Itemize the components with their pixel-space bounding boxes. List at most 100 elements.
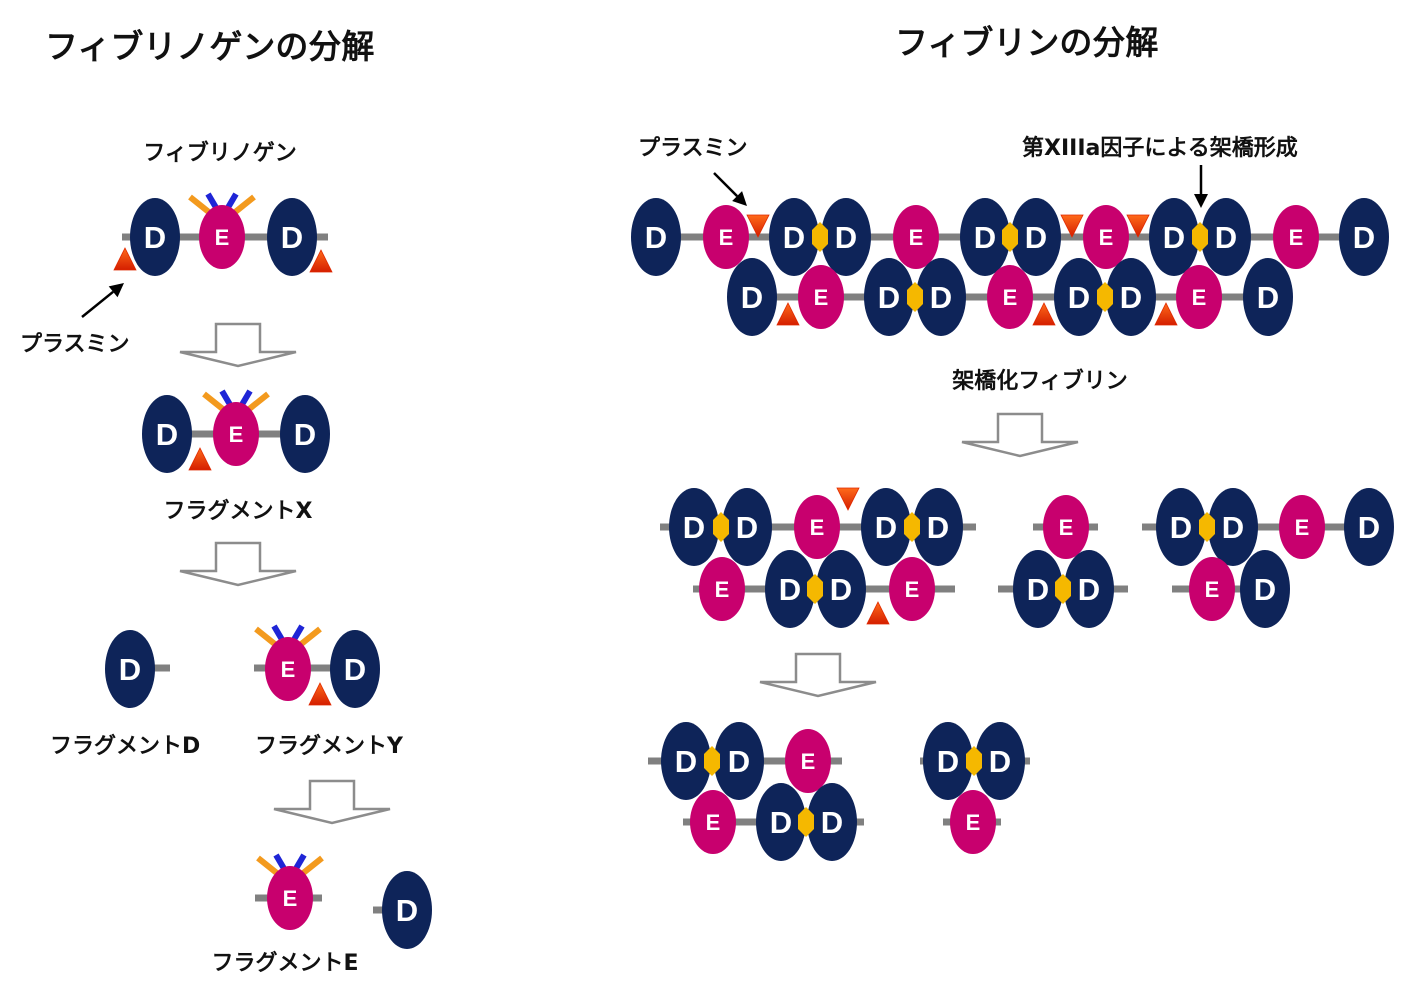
e-domain: E — [1043, 495, 1089, 559]
orange-chain — [254, 626, 278, 648]
pointer-head — [1194, 194, 1208, 208]
d-domain-label: D — [1078, 572, 1100, 607]
e-domain-shape — [267, 866, 313, 930]
chain-layer — [188, 192, 324, 877]
e-domain-label: E — [283, 886, 298, 911]
crosslink-mark — [1002, 222, 1018, 252]
process-arrow — [759, 652, 877, 698]
d-domain-shape — [669, 488, 719, 566]
d-domain: D — [1201, 198, 1251, 276]
d-domain: D — [769, 198, 819, 276]
d-domain-shape — [130, 198, 180, 276]
d-domain-shape — [1106, 258, 1156, 336]
e-domain: E — [798, 265, 844, 329]
d-domain: D — [916, 258, 966, 336]
crosslink-mark — [798, 807, 814, 837]
e-domain: E — [893, 205, 939, 269]
e-domain-label: E — [1295, 515, 1310, 540]
pointer-arrow — [713, 172, 747, 206]
d-domain-shape — [861, 488, 911, 566]
e-domain: E — [690, 790, 736, 854]
d-domain-label: D — [736, 510, 758, 545]
d-domain-label: D — [683, 510, 705, 545]
d-domain: D — [807, 783, 857, 861]
d-domain-label: D — [1025, 220, 1047, 255]
d-domain-label: D — [728, 744, 750, 779]
e-domain-label: E — [715, 577, 730, 602]
e-domain-shape — [950, 790, 996, 854]
e-domain: E — [267, 866, 313, 930]
d-domain-label: D — [156, 417, 178, 452]
plasmin-cleavage-site — [1060, 214, 1084, 238]
e-domain: E — [1083, 205, 1129, 269]
d-domain: D — [1339, 198, 1389, 276]
e-domain: E — [1279, 495, 1325, 559]
d-domain-label: D — [821, 805, 843, 840]
d-domain-shape — [661, 722, 711, 800]
d-domain: D — [280, 395, 330, 473]
d-domain: D — [1156, 488, 1206, 566]
e-domain-shape — [785, 729, 831, 793]
crosslink-label: 第XIIIa因子による架橋形成 — [1022, 135, 1298, 161]
plasmin-cleavage-site — [866, 601, 890, 625]
d-domain-label: D — [835, 220, 857, 255]
d-domain-shape — [765, 550, 815, 628]
orange-chain — [300, 855, 324, 877]
process-arrow — [273, 779, 391, 825]
orange-chain — [188, 194, 212, 216]
d-domain-shape — [807, 783, 857, 861]
d-domain-shape — [1013, 550, 1063, 628]
d-domain-label: D — [645, 220, 667, 255]
d-domain-label: D — [1257, 280, 1279, 315]
d-domain: D — [714, 722, 764, 800]
d-domain: D — [1064, 550, 1114, 628]
d-domain-label: D — [344, 652, 366, 687]
d-domain-shape — [142, 395, 192, 473]
d-domain-shape — [864, 258, 914, 336]
e-domain: E — [987, 265, 1033, 329]
d-domain: D — [142, 395, 192, 473]
d-domain-label: D — [1222, 510, 1244, 545]
d-domain: D — [1240, 550, 1290, 628]
right-plasmin-label: プラスミン — [638, 136, 748, 161]
d-domain-shape — [1240, 550, 1290, 628]
d-domain: D — [722, 488, 772, 566]
right-panel-title: フィブリンの分解 — [895, 23, 1158, 62]
crosslink-mark — [713, 512, 729, 542]
e-domain: E — [1189, 557, 1235, 621]
d-domain: D — [631, 198, 681, 276]
d-domain-shape — [727, 258, 777, 336]
d-domain: D — [864, 258, 914, 336]
d-domain: D — [861, 488, 911, 566]
e-domain-shape — [1083, 205, 1129, 269]
pointer-arrow — [1194, 165, 1208, 208]
d-domain-label: D — [1163, 220, 1185, 255]
d-domain-shape — [1201, 198, 1251, 276]
d-domain-label: D — [783, 220, 805, 255]
d-domain-shape — [631, 198, 681, 276]
process-arrow — [961, 412, 1079, 458]
d-domain-label: D — [1215, 220, 1237, 255]
d-domain-label: D — [294, 417, 316, 452]
fragment-x-label: フラグメントX — [164, 498, 313, 524]
orange-chain — [246, 391, 270, 413]
d-domain: D — [1011, 198, 1061, 276]
d-domain-label: D — [875, 510, 897, 545]
crosslink-mark — [704, 746, 720, 776]
e-domain-shape — [699, 557, 745, 621]
d-domain-shape — [1149, 198, 1199, 276]
e-domain-shape — [1176, 265, 1222, 329]
e-domain-label: E — [229, 422, 244, 447]
d-domain: D — [816, 550, 866, 628]
mark-layer — [113, 214, 1215, 837]
d-domain: D — [756, 783, 806, 861]
d-domain-label: D — [1120, 280, 1142, 315]
fragment-d-label: フラグメントD — [50, 733, 200, 759]
d-domain-shape — [1064, 550, 1114, 628]
d-domain-label: D — [930, 280, 952, 315]
d-domain: D — [267, 198, 317, 276]
d-domain-label: D — [281, 220, 303, 255]
crosslink-mark — [966, 746, 982, 776]
left-panel-title: フィブリノゲンの分解 — [45, 27, 374, 66]
d-domain: D — [1013, 550, 1063, 628]
